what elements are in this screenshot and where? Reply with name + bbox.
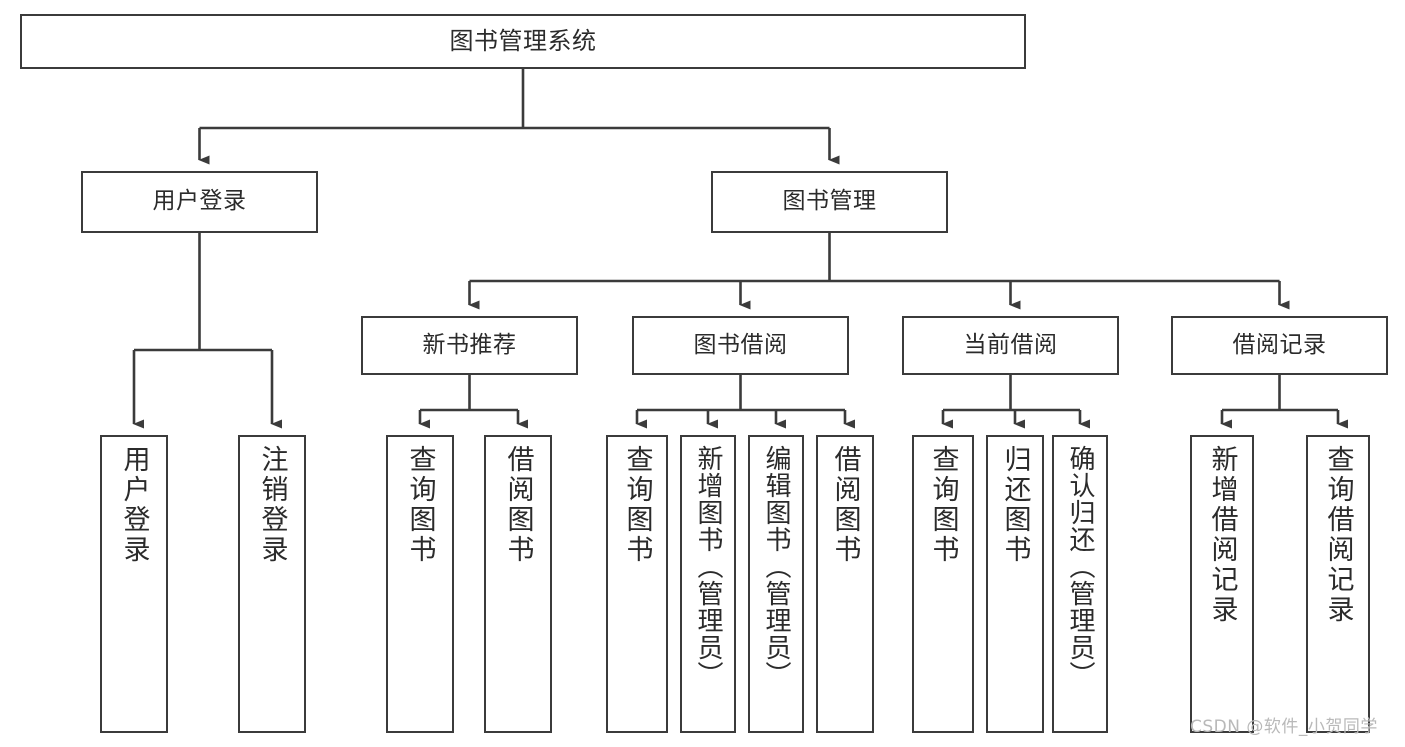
node-label: 编辑图书（管理员） bbox=[761, 445, 791, 688]
node-leaf-current-return[interactable]: 归还图书 bbox=[986, 435, 1044, 733]
node-leaf-borrow-add-admin[interactable]: 新增图书（管理员） bbox=[680, 435, 736, 733]
node-leaf-record-query[interactable]: 查询借阅记录 bbox=[1306, 435, 1370, 733]
node-label: 新书推荐 bbox=[422, 331, 517, 358]
node-label: 查询图书 bbox=[621, 445, 653, 565]
node-leaf-user-logout[interactable]: 注销登录 bbox=[238, 435, 306, 733]
node-leaf-newbook-borrow[interactable]: 借阅图书 bbox=[484, 435, 552, 733]
node-label: 注销登录 bbox=[256, 445, 288, 565]
node-label: 查询借阅记录 bbox=[1322, 445, 1354, 625]
node-leaf-borrow-query[interactable]: 查询图书 bbox=[606, 435, 668, 733]
node-borrow-records[interactable]: 借阅记录 bbox=[1171, 316, 1388, 375]
node-label: 借阅记录 bbox=[1232, 331, 1327, 358]
node-leaf-record-add[interactable]: 新增借阅记录 bbox=[1190, 435, 1254, 733]
watermark-credit: CSDN @软件_小贺同学 bbox=[1190, 717, 1378, 737]
node-leaf-user-login[interactable]: 用户登录 bbox=[100, 435, 168, 733]
node-label: 查询图书 bbox=[927, 445, 959, 565]
node-label: 新增借阅记录 bbox=[1206, 445, 1238, 625]
node-leaf-borrow-edit-admin[interactable]: 编辑图书（管理员） bbox=[748, 435, 804, 733]
node-label: 借阅图书 bbox=[829, 445, 861, 565]
node-leaf-borrow-borrow[interactable]: 借阅图书 bbox=[816, 435, 874, 733]
node-book-borrowing[interactable]: 图书借阅 bbox=[632, 316, 849, 375]
node-leaf-current-query[interactable]: 查询图书 bbox=[912, 435, 974, 733]
node-leaf-current-confirm-admin[interactable]: 确认归还（管理员） bbox=[1052, 435, 1108, 733]
node-label: 查询图书 bbox=[404, 445, 436, 565]
node-label: 图书管理 bbox=[782, 188, 877, 215]
node-current-borrowing[interactable]: 当前借阅 bbox=[902, 316, 1119, 375]
node-label: 归还图书 bbox=[999, 445, 1031, 565]
node-label: 图书借阅 bbox=[693, 331, 788, 358]
node-label: 新增图书（管理员） bbox=[693, 445, 723, 688]
node-label: 借阅图书 bbox=[502, 445, 534, 565]
node-leaf-newbook-query[interactable]: 查询图书 bbox=[386, 435, 454, 733]
node-root-system[interactable]: 图书管理系统 bbox=[20, 14, 1026, 69]
node-user-login[interactable]: 用户登录 bbox=[81, 171, 318, 233]
node-label: 当前借阅 bbox=[963, 331, 1058, 358]
node-label: 图书管理系统 bbox=[449, 27, 597, 56]
node-label: 用户登录 bbox=[118, 445, 150, 565]
node-new-book-recommendation[interactable]: 新书推荐 bbox=[361, 316, 578, 375]
node-book-management[interactable]: 图书管理 bbox=[711, 171, 948, 233]
node-label: 确认归还（管理员） bbox=[1065, 445, 1095, 688]
node-label: 用户登录 bbox=[152, 188, 247, 215]
